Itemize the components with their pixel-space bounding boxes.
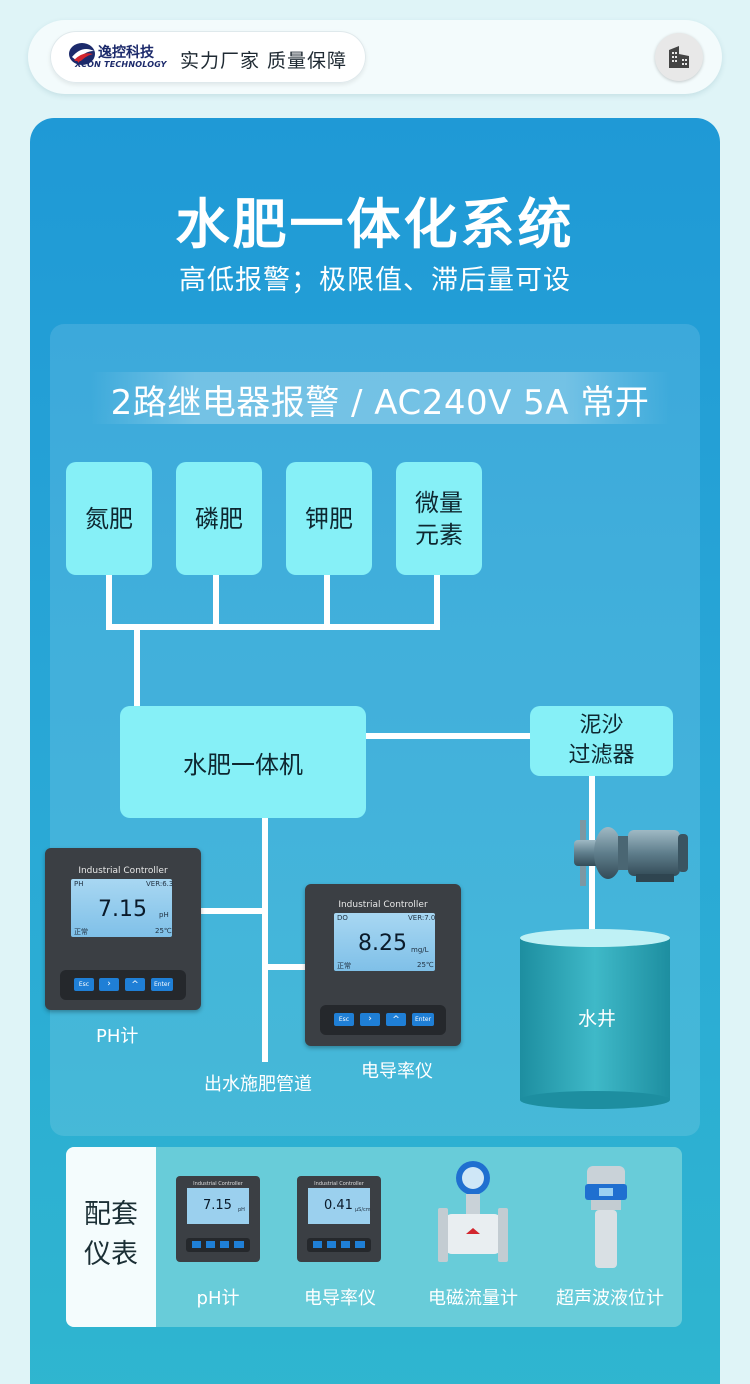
cond-unit: mg/L <box>411 946 429 954</box>
brand-logo-icon <box>69 43 95 65</box>
fertilizer-label: 微量 元素 <box>415 488 463 549</box>
water-pump-icon <box>574 820 688 886</box>
flowmeter-icon[interactable] <box>436 1160 510 1272</box>
connector-line <box>364 733 532 739</box>
ph-meter-label: PH计 <box>96 1026 139 1047</box>
ph-version: VER:6.3 <box>146 880 174 888</box>
fertilizer-label: 氮肥 <box>85 504 133 533</box>
accessories-title-box <box>66 1147 156 1327</box>
mini-key <box>327 1241 336 1248</box>
esc-button[interactable]: Esc <box>74 978 94 991</box>
enter-button[interactable]: Enter <box>412 1013 434 1026</box>
device-brand: Industrial Controller <box>338 900 428 910</box>
filter-box: 泥沙 过滤器 <box>530 706 673 776</box>
page-subtitle: 高低报警；极限值、滞后量可设 <box>179 265 571 296</box>
mini-ph-reading: 7.15 <box>203 1198 232 1213</box>
building-button[interactable] <box>655 33 703 81</box>
alarm-band <box>90 372 670 424</box>
building-icon <box>669 46 689 68</box>
ultrasonic-level-meter-icon[interactable] <box>581 1164 631 1272</box>
accessory-label: 电导率仪 <box>304 1288 376 1309</box>
mini-key <box>234 1241 244 1248</box>
cond-version: VER:7.0 <box>408 914 436 922</box>
ph-temp: 25℃ <box>155 927 172 935</box>
connector-line <box>434 574 440 630</box>
water-well-tank <box>520 929 670 1109</box>
right-button[interactable]: › <box>360 1013 380 1026</box>
ph-lcd-screen <box>71 879 172 937</box>
mini-brand: Industrial Controller <box>314 1181 364 1187</box>
brand-name: 逸控科技 <box>98 45 154 61</box>
ph-unit: pH <box>159 911 169 919</box>
page-title: 水肥一体化系统 <box>175 193 575 256</box>
connector-line <box>200 908 264 914</box>
fertilizer-phosphorus: 磷肥 <box>176 462 262 575</box>
fertilizer-trace-elements: 微量 元素 <box>396 462 482 575</box>
filter-label: 泥沙 过滤器 <box>568 713 635 768</box>
cond-meter-label: 电导率仪 <box>361 1061 433 1082</box>
alarm-spec: 2路继电器报警 / AC240V 5A 常开 <box>110 383 650 423</box>
mini-key <box>355 1241 365 1248</box>
pipeline-line <box>262 816 268 1062</box>
mini-key <box>220 1241 229 1248</box>
mini-key <box>206 1241 215 1248</box>
mini-brand: Industrial Controller <box>193 1181 243 1187</box>
cond-reading: 8.25 <box>358 931 407 956</box>
up-button[interactable]: ^ <box>386 1013 406 1026</box>
connector-line <box>324 574 330 630</box>
mini-screen <box>308 1188 370 1224</box>
fertilizer-label: 钾肥 <box>305 504 353 533</box>
accessory-label: pH计 <box>196 1288 240 1309</box>
enter-button[interactable]: Enter <box>151 978 173 991</box>
ph-status: 正常 <box>74 928 88 936</box>
device-brand: Industrial Controller <box>78 866 168 876</box>
cond-status: 正常 <box>337 962 351 970</box>
well-label: 水井 <box>577 1008 616 1030</box>
main-unit-box: 水肥一体机 <box>120 706 366 818</box>
connector-line <box>264 964 308 970</box>
esc-button[interactable]: Esc <box>334 1013 354 1026</box>
mini-cond-reading: 0.41 <box>324 1198 353 1213</box>
cond-lcd-screen <box>334 913 435 971</box>
mini-key <box>341 1241 350 1248</box>
main-unit-label: 水肥一体机 <box>183 750 303 779</box>
connector-line <box>106 574 112 630</box>
accessories-title: 配套 仪表 <box>84 1199 138 1270</box>
up-button[interactable]: ^ <box>125 978 145 991</box>
mini-ph-unit: pH <box>238 1207 245 1213</box>
fertilizer-nitrogen: 氮肥 <box>66 462 152 575</box>
connector-line <box>106 624 440 630</box>
mini-key <box>313 1241 322 1248</box>
accessory-label: 电磁流量计 <box>428 1288 518 1309</box>
connector-line <box>213 574 219 630</box>
cond-mode: DO <box>337 914 348 922</box>
mini-cond-unit: μS/cm <box>355 1207 371 1213</box>
mini-screen <box>187 1188 249 1224</box>
slogan: 实力厂家 质量保障 <box>180 50 348 72</box>
ph-reading: 7.15 <box>98 897 147 922</box>
brand-pill[interactable] <box>50 31 366 83</box>
right-button[interactable]: › <box>99 978 119 991</box>
accessory-label: 超声波液位计 <box>556 1288 664 1309</box>
brand-subtitle: XCON TECHNOLOGY <box>75 60 167 69</box>
cond-temp: 25℃ <box>417 961 434 969</box>
connector-line <box>134 624 140 708</box>
fertilizer-potassium: 钾肥 <box>286 462 372 575</box>
fertilizer-label: 磷肥 <box>195 504 243 533</box>
pipeline-label: 出水施肥管道 <box>204 1074 312 1095</box>
mini-key <box>192 1241 201 1248</box>
ph-mode: PH <box>74 880 84 888</box>
